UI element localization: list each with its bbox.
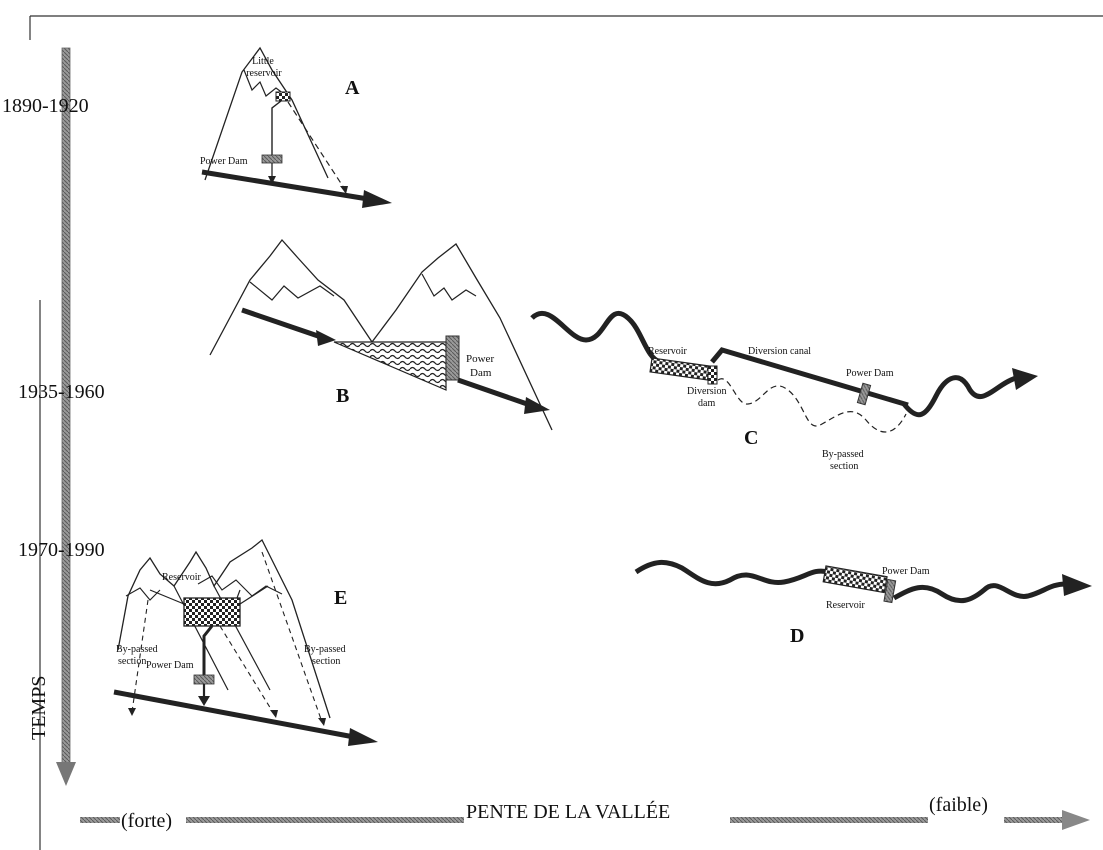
bypassed-c-label-2: section bbox=[830, 461, 858, 472]
time-axis: TEMPS 1890-1920 1935-1960 1970-1990 bbox=[2, 47, 105, 786]
panel-c-letter: C bbox=[744, 427, 758, 449]
power-dam-e-label: Power Dam bbox=[146, 660, 194, 671]
panel-c: Reservoir Diversion dam Diversion canal … bbox=[530, 310, 1038, 472]
snow-line-a bbox=[243, 69, 285, 97]
power-dam-b bbox=[445, 335, 460, 381]
panel-d-letter: D bbox=[790, 625, 804, 647]
little-reservoir bbox=[275, 91, 291, 102]
period-1890-1920: 1890-1920 bbox=[2, 95, 89, 117]
bypassed-c-label: By-passed bbox=[822, 449, 864, 460]
power-dam-d-label: Power Dam bbox=[882, 566, 930, 577]
power-dam-b-label-2: Dam bbox=[470, 367, 492, 379]
river-c-upstream bbox=[530, 310, 662, 365]
river-c-downstream bbox=[902, 375, 1017, 418]
bypassed-e-right-label-2: section bbox=[312, 656, 340, 667]
bypass-e-right bbox=[261, 551, 323, 723]
panel-a: Little reservoir Power Dam A bbox=[200, 46, 392, 208]
penstock-a bbox=[271, 100, 282, 160]
mountains-b bbox=[209, 238, 553, 431]
reservoir-e bbox=[183, 597, 241, 627]
bypassed-e-right-label: By-passed bbox=[304, 644, 346, 655]
panel-d: Reservoir Power Dam D bbox=[634, 560, 1092, 647]
diversion-dam-label: Diversion bbox=[687, 386, 726, 397]
page-frame bbox=[29, 15, 1103, 850]
reservoir-c bbox=[649, 357, 711, 381]
diversion-dam-c bbox=[707, 365, 718, 385]
diversion-canal bbox=[710, 347, 909, 408]
power-dam-b-label: Power bbox=[466, 353, 494, 365]
penstock-e bbox=[202, 625, 214, 680]
bypassed-e-left-label: By-passed bbox=[116, 644, 158, 655]
slope-axis-label: PENTE DE LA VALLÉE bbox=[466, 800, 670, 823]
panel-b: Power Dam B bbox=[209, 238, 553, 431]
diversion-canal-label: Diversion canal bbox=[748, 346, 811, 357]
reservoir-e-label: Reservoir bbox=[162, 572, 202, 583]
snow-line-b2 bbox=[421, 273, 477, 301]
power-dam-e bbox=[193, 674, 215, 685]
river-a bbox=[201, 169, 369, 202]
period-1935-1960: 1935-1960 bbox=[18, 381, 105, 403]
slope-axis: (forte) PENTE DE LA VALLÉE (faible) bbox=[80, 794, 1090, 832]
river-d-upstream bbox=[634, 560, 829, 587]
mountain-a bbox=[204, 46, 329, 181]
time-axis-label: TEMPS bbox=[28, 676, 50, 740]
power-dam-c-label: Power Dam bbox=[846, 368, 894, 379]
power-dam-c bbox=[856, 382, 872, 406]
mountains-e bbox=[117, 538, 331, 719]
panel-e: Reservoir Power Dam By-passed section By… bbox=[113, 538, 378, 746]
period-1970-1990: 1970-1990 bbox=[18, 539, 105, 561]
snow-line-e1 bbox=[125, 587, 161, 601]
reservoir-b bbox=[333, 341, 447, 391]
bypassed-section-c bbox=[717, 378, 907, 433]
bypass-a bbox=[287, 101, 345, 189]
panel-a-letter: A bbox=[345, 77, 360, 99]
slope-left-label: (forte) bbox=[121, 810, 172, 832]
power-dam-a-label: Power Dam bbox=[200, 156, 248, 167]
little-reservoir-label-2: reservoir bbox=[246, 68, 282, 79]
reservoir-d bbox=[822, 565, 888, 594]
reservoir-c-label: Reservoir bbox=[648, 346, 688, 357]
river-d-downstream bbox=[892, 581, 1067, 604]
panel-e-letter: E bbox=[334, 587, 347, 609]
river-b-in bbox=[241, 307, 319, 339]
reservoir-d-label: Reservoir bbox=[826, 600, 866, 611]
little-reservoir-label: Little bbox=[252, 56, 274, 67]
slope-axis-arrowhead bbox=[1062, 810, 1090, 830]
river-e bbox=[113, 689, 355, 740]
diversion-dam-label-2: dam bbox=[698, 398, 715, 409]
slope-right-label: (faible) bbox=[929, 794, 988, 816]
snow-line-e2 bbox=[197, 575, 283, 597]
bypass-e-mid bbox=[219, 625, 275, 715]
river-b-out bbox=[457, 377, 531, 408]
power-dam-d bbox=[883, 578, 897, 604]
snow-line-b1 bbox=[249, 281, 335, 301]
panel-b-letter: B bbox=[336, 385, 349, 407]
bypassed-e-left-label-2: section bbox=[118, 656, 146, 667]
power-dam-a bbox=[261, 154, 283, 164]
